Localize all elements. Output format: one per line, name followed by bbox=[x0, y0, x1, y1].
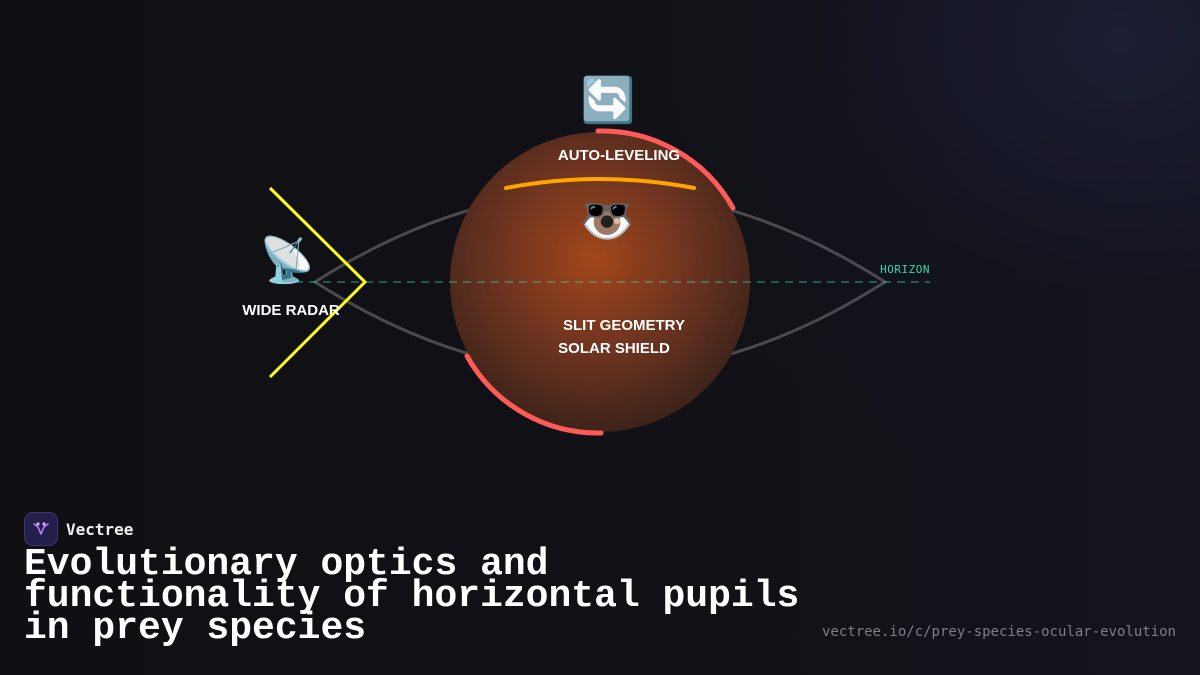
rotation-arc-top bbox=[595, 128, 736, 211]
iris-circle bbox=[450, 132, 750, 432]
page-title: Evolutionary optics and functionality of… bbox=[24, 543, 800, 650]
satellite-dish-icon: 📡 bbox=[260, 232, 315, 286]
pupil-slit-bar bbox=[504, 177, 696, 190]
page-url: vectree.io/c/prey-species-ocular-evoluti… bbox=[821, 624, 1176, 640]
brand-block: Vectree bbox=[24, 512, 133, 546]
rotate-icon: 🔄 bbox=[581, 75, 636, 126]
brand-name: Vectree bbox=[66, 519, 134, 539]
radar-wedge bbox=[268, 186, 368, 379]
wide-radar-label: WIDE RADAR bbox=[242, 302, 340, 319]
sunglasses-icon: 🕶️ bbox=[582, 188, 632, 234]
horizon-label: HORIZON bbox=[880, 263, 930, 276]
solar-shield-label: SOLAR SHIELD bbox=[558, 340, 670, 357]
vectree-logo-icon bbox=[24, 512, 58, 546]
rotation-arc-bottom bbox=[464, 353, 604, 436]
auto-leveling-label: AUTO-LEVELING bbox=[558, 147, 680, 164]
slit-geometry-label: SLIT GEOMETRY bbox=[563, 317, 685, 334]
eye-icon: 👁️ bbox=[580, 198, 635, 249]
